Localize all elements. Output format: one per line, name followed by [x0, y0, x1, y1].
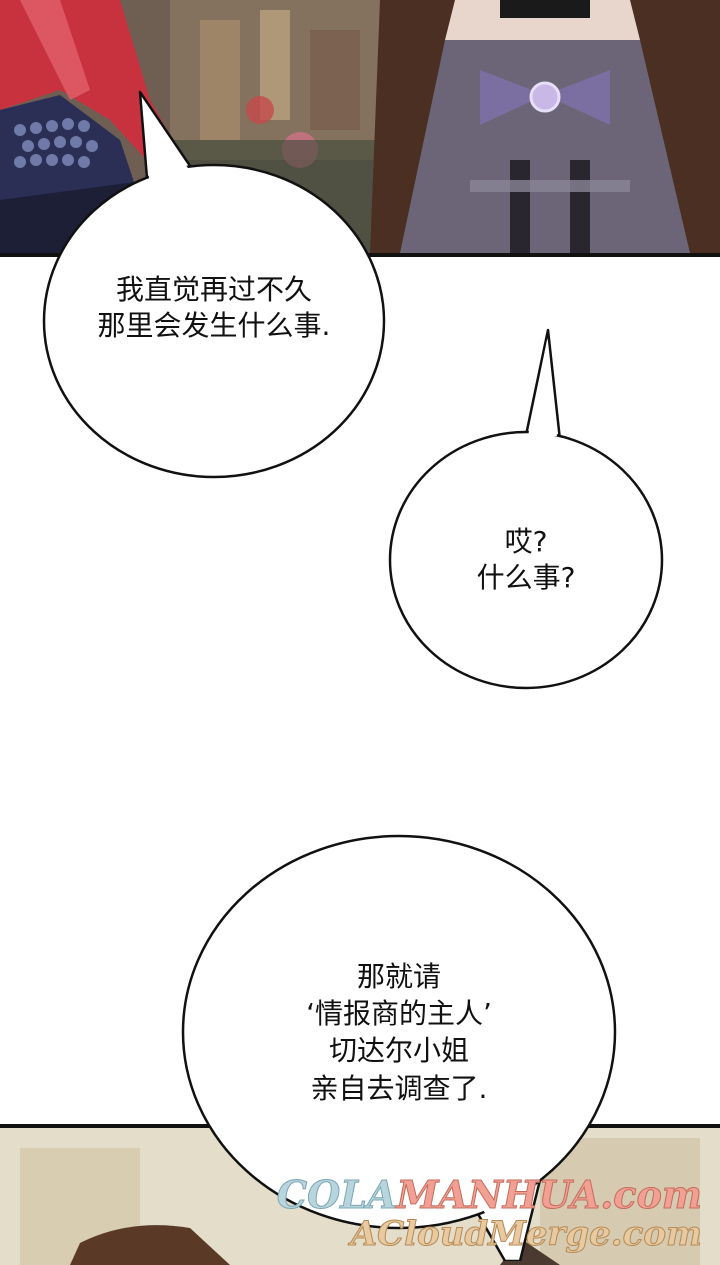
- bubble-1-line-2: 那里会发生什么事.: [97, 309, 331, 343]
- purple-dress: [400, 40, 690, 253]
- bubble-3-line-2: ‘情报商的主人’: [306, 997, 492, 1031]
- bubble-3-line-4: 亲自去调查了.: [310, 1071, 488, 1105]
- speech-bubble-2-text: 哎? 什么事?: [426, 524, 626, 597]
- bubble-3-line-1: 那就请: [356, 960, 441, 993]
- top-panel-artwork: [0, 0, 720, 257]
- watermark-part-2: MANHUA: [396, 1172, 601, 1218]
- speech-bubble-1: [42, 90, 386, 479]
- bubble-2-line-1: 哎?: [504, 525, 548, 558]
- top-panel-illustration: [0, 0, 720, 253]
- brooch: [529, 81, 561, 113]
- speech-bubble-1-text: 我直觉再过不久 那里会发生什么事.: [64, 272, 364, 345]
- bow-left: [480, 70, 545, 125]
- watermark-part-3: .com: [600, 1172, 703, 1218]
- neck-skin: [445, 0, 640, 40]
- bubble-1-line-1: 我直觉再过不久: [115, 273, 312, 306]
- watermark-acloudmerge: ACloudMerge.com: [350, 1214, 702, 1255]
- brown-hair-bottom: [70, 1225, 230, 1265]
- speech-bubble-3-text: 那就请 ‘情报商的主人’ 切达尔小姐 亲自去调查了.: [259, 958, 539, 1107]
- speech-bubble-2: [388, 328, 664, 690]
- bubble-3-line-3: 切达尔小姐: [328, 1034, 469, 1068]
- speech-bubble-3: [181, 834, 617, 1261]
- bow-right: [545, 70, 610, 125]
- watermark-colamanhua: COLAMANHUA.com: [276, 1172, 703, 1218]
- watermark-part-1: COLA: [276, 1172, 397, 1218]
- bubble-2-line-2: 什么事?: [476, 561, 576, 595]
